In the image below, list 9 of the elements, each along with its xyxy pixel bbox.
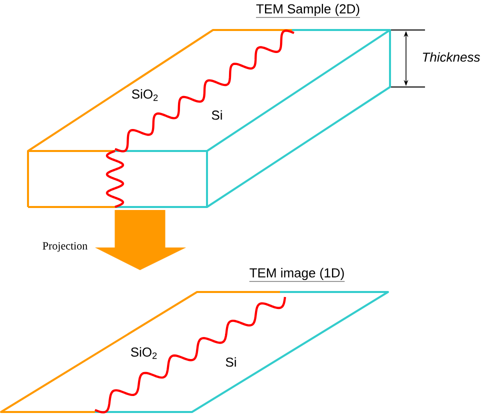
heading: TEM image (1D): [249, 268, 345, 282]
material-label: Si: [212, 110, 222, 120]
material-label: SiO$_{2}$: [132, 89, 158, 101]
material-label: SiO$_{2}$: [130, 347, 157, 359]
material-label: Si: [226, 357, 236, 367]
heading: TEM Sample (2D): [256, 4, 360, 18]
dimension-label: Thickness: [422, 52, 480, 62]
block-arrow: [96, 210, 186, 270]
edge-label: Projection: [42, 242, 88, 252]
